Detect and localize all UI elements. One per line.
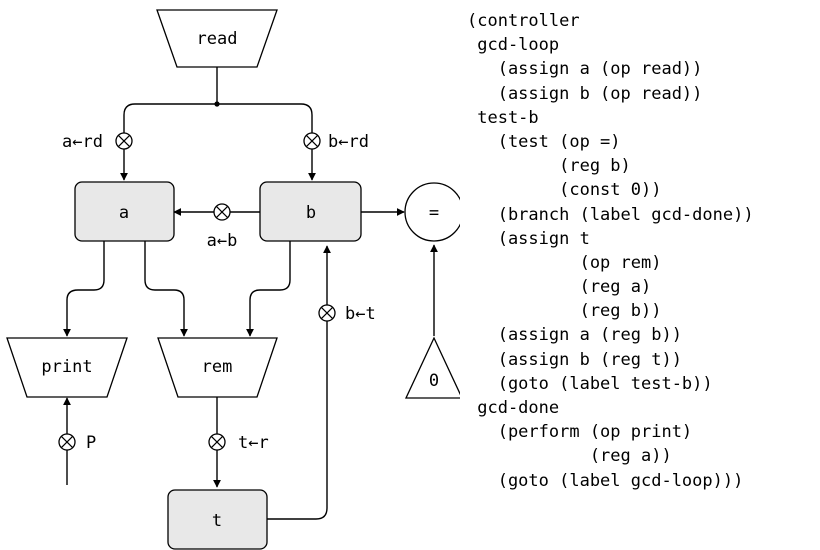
code-line: (op rem)	[467, 252, 662, 273]
code-line: gcd-loop	[467, 35, 560, 56]
code-line: test-b	[467, 107, 539, 128]
button-b-t-label: b←t	[345, 304, 376, 324]
code-line: (assign t	[467, 228, 590, 249]
button-a-b-label: a←b	[207, 231, 238, 251]
button-a-rd	[115, 132, 133, 150]
rem-operation	[157, 337, 278, 398]
code-line: gcd-done	[467, 398, 560, 418]
controller-code: (controller gcd-loop (assign a (op read)…	[467, 9, 754, 493]
print-label: print	[41, 357, 92, 377]
code-line: (reg a)	[467, 277, 652, 298]
read-label: read	[197, 29, 238, 49]
register-a	[74, 181, 175, 242]
register-a-label: a	[119, 203, 129, 223]
code-line: (assign a (op read))	[467, 59, 703, 80]
constant-zero-label: 0	[429, 371, 439, 391]
register-t	[167, 489, 268, 550]
button-p-label: P	[86, 433, 96, 453]
read-to-a-wire	[120, 103, 217, 181]
code-line: (perform (op print)	[467, 422, 693, 443]
code-line: (branch (label gcd-done))	[467, 204, 754, 225]
button-b-rd-label: b←rd	[328, 132, 369, 152]
register-b-label: b	[306, 203, 316, 223]
button-t-r-label: t←r	[238, 433, 269, 453]
code-line: (const 0))	[467, 180, 662, 201]
equal-test-label: =	[429, 203, 439, 223]
register-t-label: t	[212, 511, 222, 531]
code-line: (goto (label test-b))	[467, 373, 713, 394]
button-p	[58, 433, 76, 451]
gcd-machine-diagram: read a b = print rem 0 t a←rd b←rd a←b b…	[6, 9, 460, 550]
register-b	[259, 181, 362, 242]
code-line: (assign a (reg b))	[467, 325, 682, 346]
code-line: (assign b (op read))	[467, 83, 703, 104]
code-line: (assign b (reg t))	[467, 349, 682, 370]
button-a-b	[213, 203, 231, 221]
t-to-b-wire	[267, 245, 331, 520]
read-to-b-wire	[217, 103, 316, 181]
b-to-rem-wire	[246, 241, 291, 337]
code-line: (reg a))	[467, 446, 672, 467]
read-operation	[156, 9, 278, 68]
code-line: (test (op =)	[467, 131, 621, 152]
equal-test	[404, 182, 460, 242]
code-line: (controller	[467, 11, 580, 31]
code-line: (goto (label gcd-loop)))	[467, 470, 744, 491]
a-to-rem-wire	[144, 241, 188, 337]
a-to-print-wire	[63, 241, 105, 337]
button-b-t	[318, 304, 336, 322]
button-b-rd	[303, 132, 321, 150]
print-operation	[6, 337, 128, 398]
rem-label: rem	[202, 357, 233, 377]
code-line: (reg b))	[467, 301, 662, 322]
button-t-r	[208, 433, 226, 451]
code-line: (reg b)	[467, 156, 631, 177]
constant-zero	[404, 336, 460, 399]
button-a-rd-label: a←rd	[62, 132, 103, 152]
